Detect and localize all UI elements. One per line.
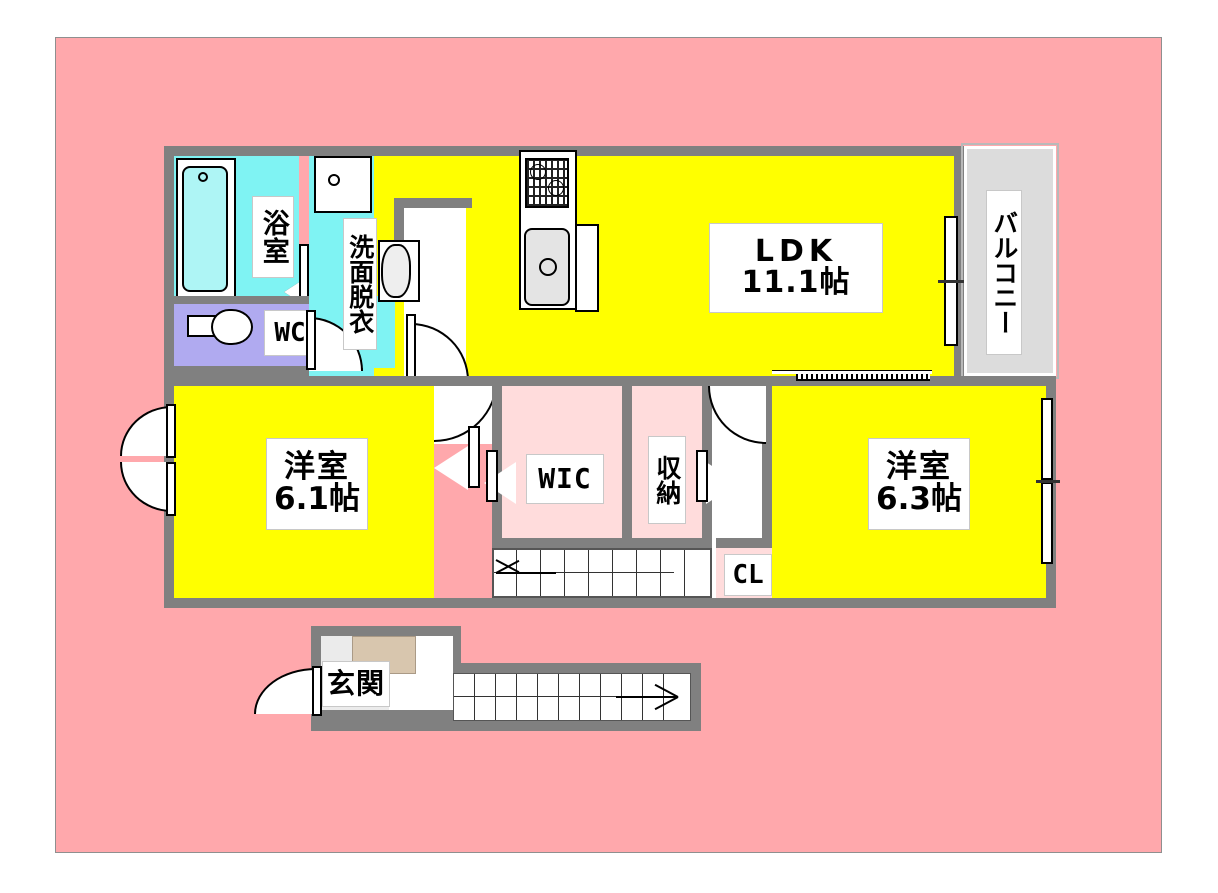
kitchen-counter-side [575,224,599,312]
interior-stairs [492,548,712,598]
label-entrance-text: 玄関 [326,666,385,700]
wall-lower-bottom [164,598,1056,608]
stair-walkline [494,572,674,573]
entrance-door[interactable] [254,668,316,714]
label-ldk: LDK 11.1帖 [709,223,883,313]
label-washroom-2: 洗面脱衣 [343,218,377,350]
label-closet-text: CL [732,559,764,590]
ext-riser-1 [474,674,475,720]
washing-machine-icon [314,156,372,213]
label-bath-text: 浴室 [257,209,289,265]
stair-riser-6 [636,550,637,596]
bedroom1-window-lower[interactable] [166,462,176,516]
label-bath: 浴室 [252,196,294,278]
label-balcony-text: バルコニー [989,210,1019,335]
washbasin-bowl-2 [381,244,411,298]
wall-wic-right [622,376,632,546]
stair-riser-3 [564,550,565,596]
label-balcony: バルコニー [986,190,1022,355]
label-bedroom2: 洋室 6.3帖 [868,438,970,530]
wall-upper-left [164,146,174,376]
balcony-door-mullion [938,280,964,283]
ext-riser-3 [516,674,517,720]
bedroom1-window-upper[interactable] [166,404,176,458]
ext-riser-2 [495,674,496,720]
ext-riser-4 [537,674,538,720]
label-wic-text: WIC [538,461,592,495]
bedroom2-window-lower[interactable] [1041,482,1053,564]
wall-wc-top [174,296,309,304]
label-bedroom1: 洋室 6.1帖 [266,438,368,530]
washing-machine-drain [328,174,340,186]
storage-door-frame [696,450,708,502]
label-bedroom2-size: 6.3帖 [876,481,962,517]
wall-balcony-left [954,146,964,376]
label-ldk-name: LDK [754,234,838,270]
label-washroom-text-2: 洗面脱衣 [345,234,375,334]
wall-wic-block [434,376,712,386]
entrance-door-leaf [312,666,322,716]
bedroom1-exterior-door-upper[interactable] [120,406,172,456]
wall-wic-bottom [492,538,712,548]
ext-arrow-shaft [616,696,678,698]
label-entrance: 玄関 [322,661,390,707]
label-ldk-size: 11.1帖 [741,265,851,300]
kitchen-sink-drain [539,258,557,276]
wall-hall-top [394,198,472,208]
stair-riser-7 [660,550,661,596]
bedroom2-top-window-sill [772,370,932,374]
bedroom2-window-mullion [1036,480,1060,483]
toilet-bowl-redraw [211,309,253,345]
wall-hall2-right [762,376,772,548]
stair-riser-5 [612,550,613,596]
ext-riser-6 [579,674,580,720]
label-storage-text: 収納 [652,455,682,505]
plot-background: 浴室 洗面脱衣 WC [55,37,1162,853]
label-wic: WIC [526,454,604,504]
stair-riser-4 [588,550,589,596]
label-bedroom1-size: 6.1帖 [274,481,360,517]
label-storage: 収納 [648,436,686,524]
label-wc-text-2: WC [274,317,306,348]
stair-arrow-shaft [496,572,556,574]
label-closet: CL [724,554,772,596]
label-bedroom2-name: 洋室 [886,449,952,486]
label-bedroom1-name: 洋室 [284,449,350,486]
bathtub-drain-icon [198,172,208,182]
washroom-door-leaf-2 [406,314,416,378]
wall-wetblock-bottom [164,366,384,376]
wic-door-frame [486,450,498,502]
ext-riser-5 [558,674,559,720]
wc-door-leaf-2 [306,310,316,370]
ext-walkline [454,696,674,697]
ext-riser-7 [600,674,601,720]
bedroom2-window-upper[interactable] [1041,398,1053,480]
cooktop-burner-1 [530,164,546,180]
bedroom1-exterior-door-lower[interactable] [120,462,172,512]
stair-riser-8 [684,550,685,596]
bathtub-inner [182,166,228,292]
bedroom1-door-frame [468,426,480,488]
bedroom1-sliding-marker[interactable] [434,446,468,490]
cooktop-burner-2 [548,180,564,196]
